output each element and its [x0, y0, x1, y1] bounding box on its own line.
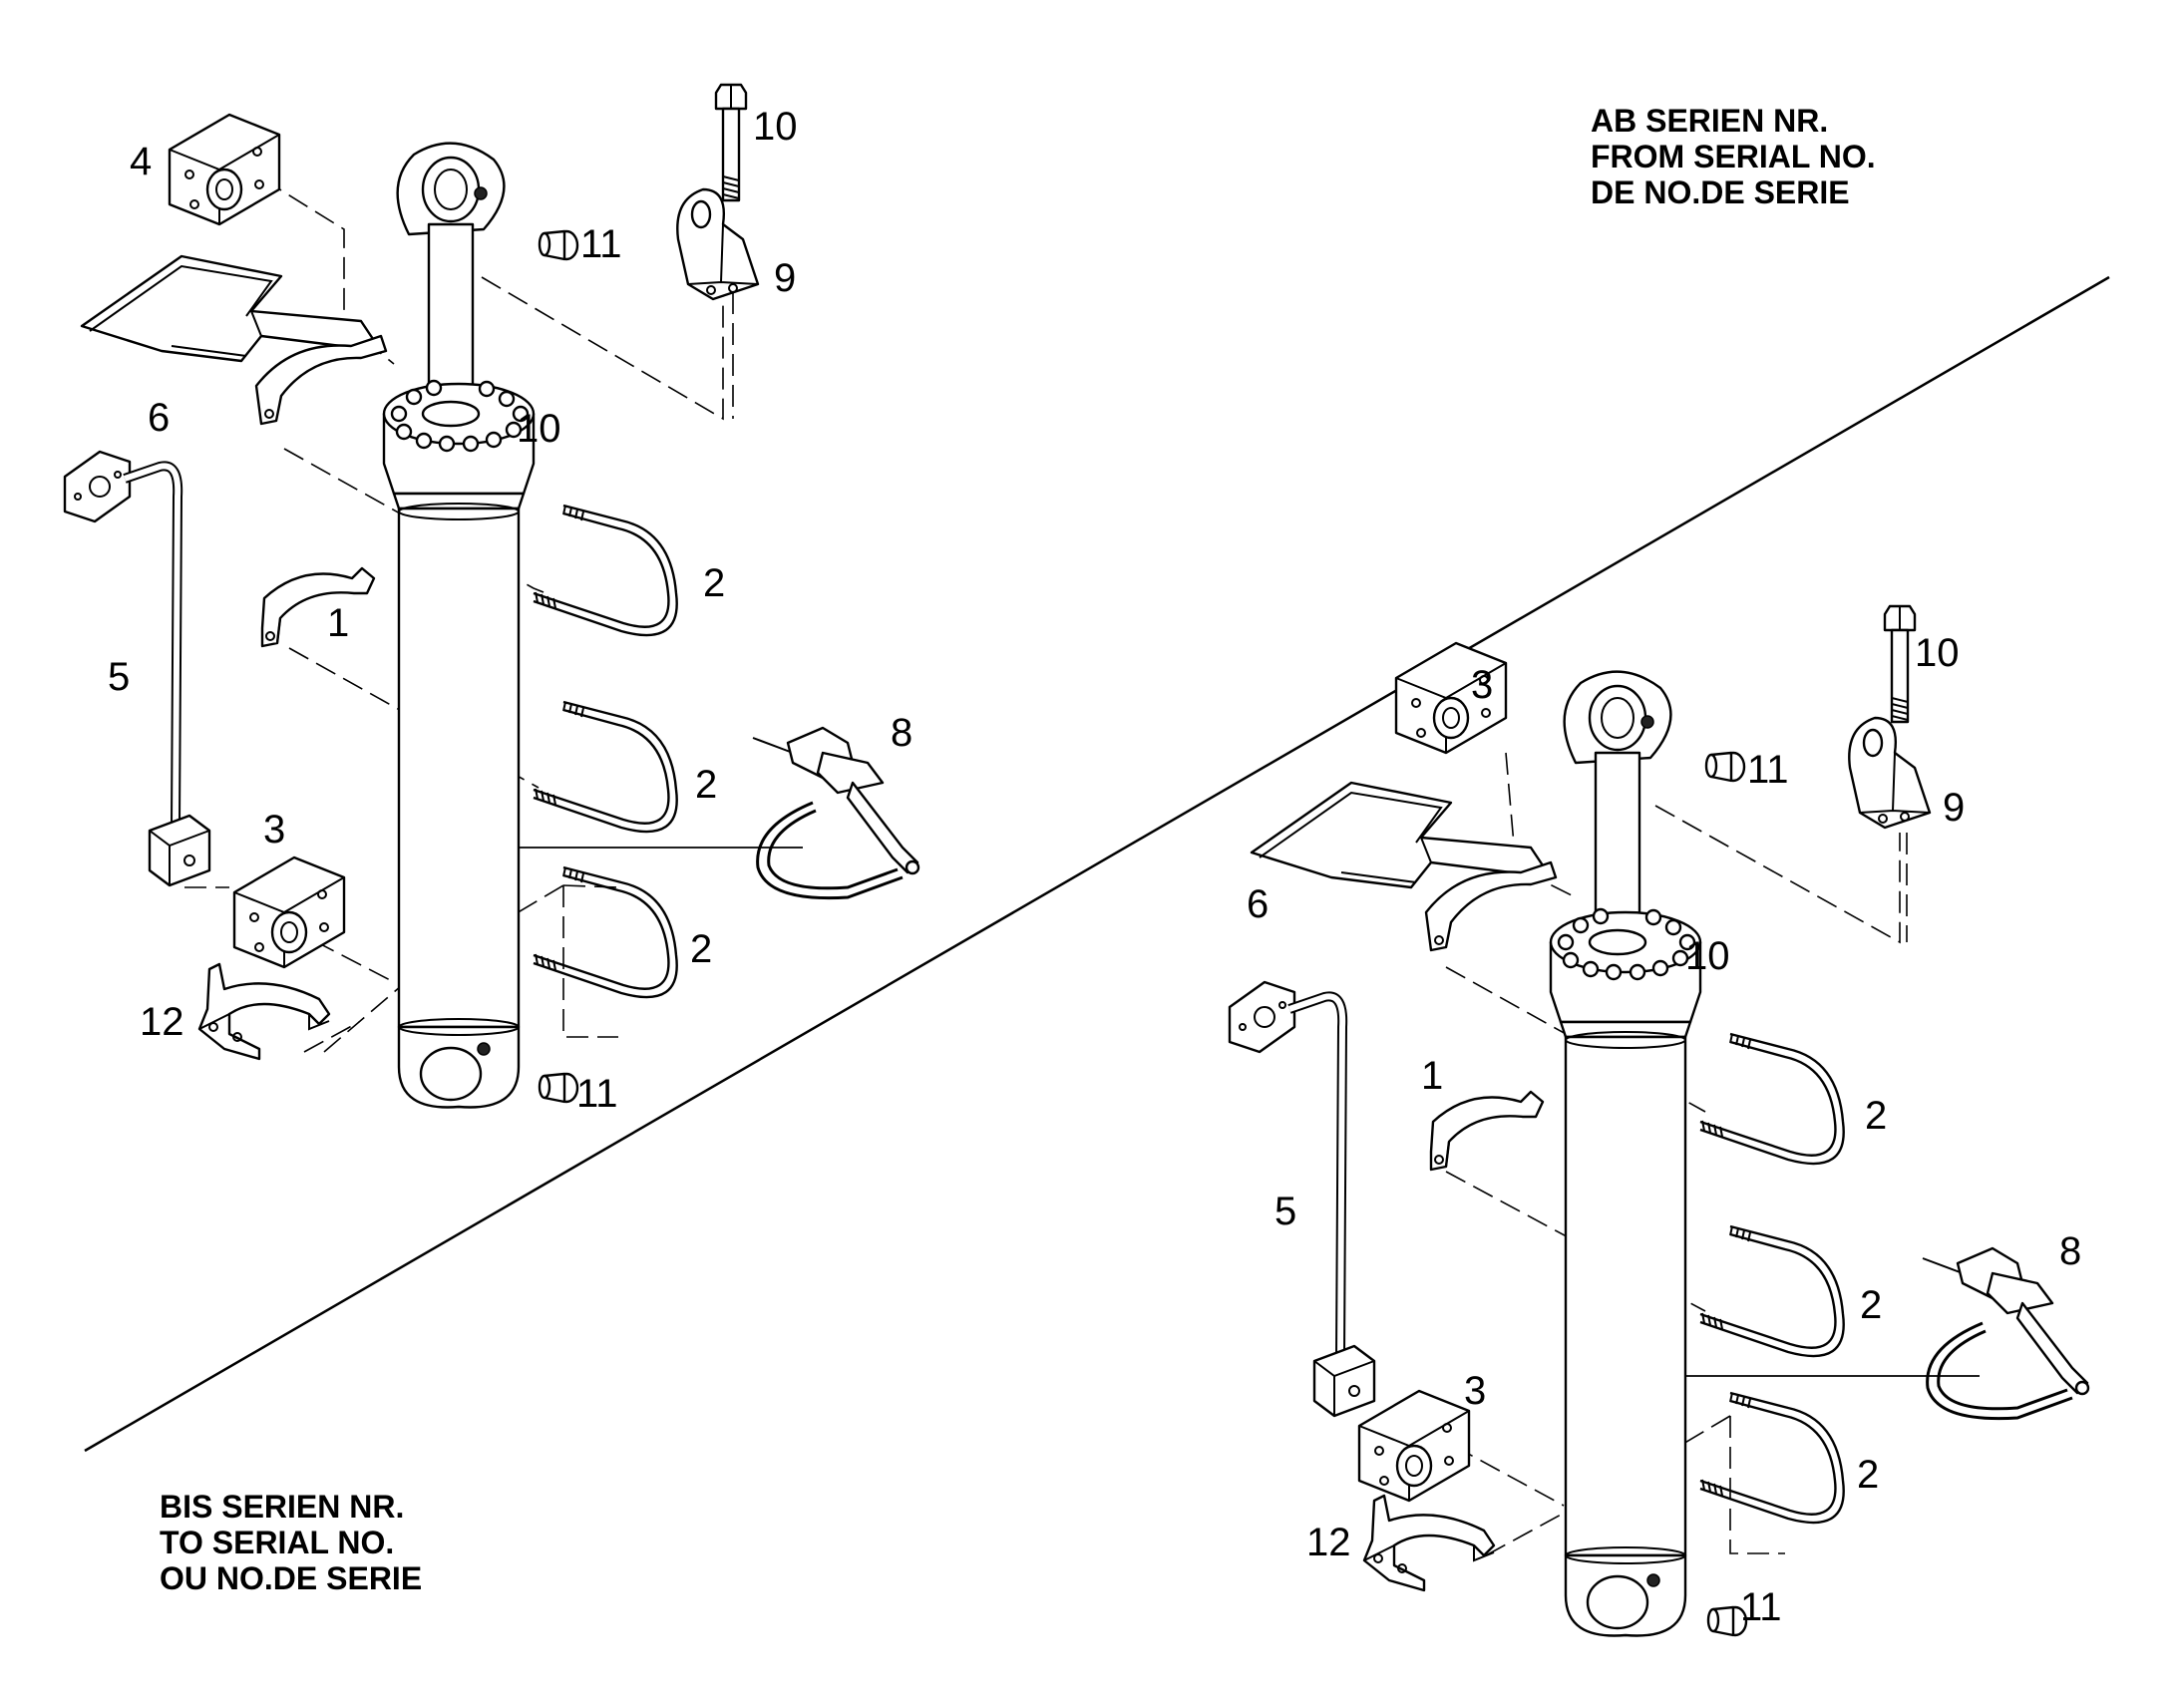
label-6: 6	[1247, 882, 1269, 926]
plate-bracket	[1250, 781, 1558, 952]
label-5: 5	[108, 655, 130, 699]
note-to-serial: BIS SERIEN NR. TO SERIAL NO. OU NO.DE SE…	[160, 1489, 422, 1596]
label-2: 2	[1860, 1283, 1882, 1327]
label-12: 12	[1306, 1521, 1351, 1564]
flange	[232, 855, 346, 969]
eye-bracket	[1848, 716, 1932, 830]
note-line: TO SERIAL NO.	[160, 1525, 394, 1560]
note-line: FROM SERIAL NO.	[1591, 139, 1876, 174]
label-10: 10	[1685, 934, 1730, 978]
u-bolt	[532, 700, 678, 834]
label-1: 1	[327, 601, 349, 645]
plate-bracket	[80, 254, 388, 426]
label-8: 8	[891, 711, 912, 755]
note-line: OU NO.DE SERIE	[160, 1560, 422, 1596]
label-9: 9	[1943, 786, 1965, 830]
divider-line	[84, 275, 2110, 1453]
u-bolt	[532, 865, 678, 999]
label-3: 3	[263, 808, 285, 852]
left-assembly: 4 10 11 9 10 6 2 1 5 8 2 3 2 12 11	[65, 83, 920, 1116]
plug	[538, 1072, 579, 1104]
label-10: 10	[753, 105, 798, 149]
label-12: 12	[140, 1000, 184, 1044]
clamp	[197, 962, 331, 1061]
cylinder	[382, 142, 536, 1109]
right-assembly: 3 10 11 9 6 10 1 2 5 8 2 3 2 12 11	[1230, 604, 2090, 1637]
plug	[1704, 751, 1746, 783]
label-5: 5	[1274, 1190, 1296, 1233]
label-6: 6	[148, 396, 170, 440]
u-bolt	[1698, 1032, 1845, 1166]
label-2: 2	[1857, 1453, 1879, 1497]
clamp	[260, 566, 376, 648]
clip	[1921, 1246, 2090, 1421]
flange	[1357, 1389, 1471, 1503]
label-10: 10	[1915, 631, 1960, 675]
label-3: 3	[1471, 663, 1493, 707]
label-11: 11	[580, 222, 622, 266]
u-bolt	[1698, 1224, 1845, 1358]
cylinder	[1549, 670, 1702, 1637]
label-3: 3	[1464, 1369, 1486, 1413]
label-2: 2	[695, 763, 717, 807]
clamp	[1429, 1090, 1545, 1172]
note-line: AB SERIEN NR.	[1591, 103, 1828, 139]
bolt	[714, 83, 748, 202]
clamp	[1362, 1494, 1496, 1592]
label-11: 11	[1747, 748, 1789, 792]
note-from-serial: AB SERIEN NR. FROM SERIAL NO. DE NO.DE S…	[1591, 103, 1876, 210]
label-10: 10	[517, 407, 561, 451]
u-bolt	[532, 504, 678, 637]
label-11: 11	[576, 1072, 618, 1116]
label-4: 4	[130, 140, 152, 183]
label-11: 11	[1740, 1585, 1782, 1629]
eye-bracket	[676, 187, 760, 301]
pipe	[65, 452, 209, 885]
label-2: 2	[1865, 1094, 1887, 1138]
label-2: 2	[703, 561, 725, 605]
label-8: 8	[2059, 1229, 2081, 1273]
bracket-block	[168, 113, 281, 226]
note-line: DE NO.DE SERIE	[1591, 174, 1850, 210]
label-9: 9	[774, 256, 796, 300]
label-1: 1	[1421, 1054, 1443, 1098]
u-bolt	[1698, 1391, 1845, 1525]
pipe	[1230, 982, 1374, 1416]
bolt	[1883, 604, 1917, 724]
label-2: 2	[690, 927, 712, 971]
note-line: BIS SERIEN NR.	[160, 1489, 404, 1525]
plug	[538, 229, 579, 261]
